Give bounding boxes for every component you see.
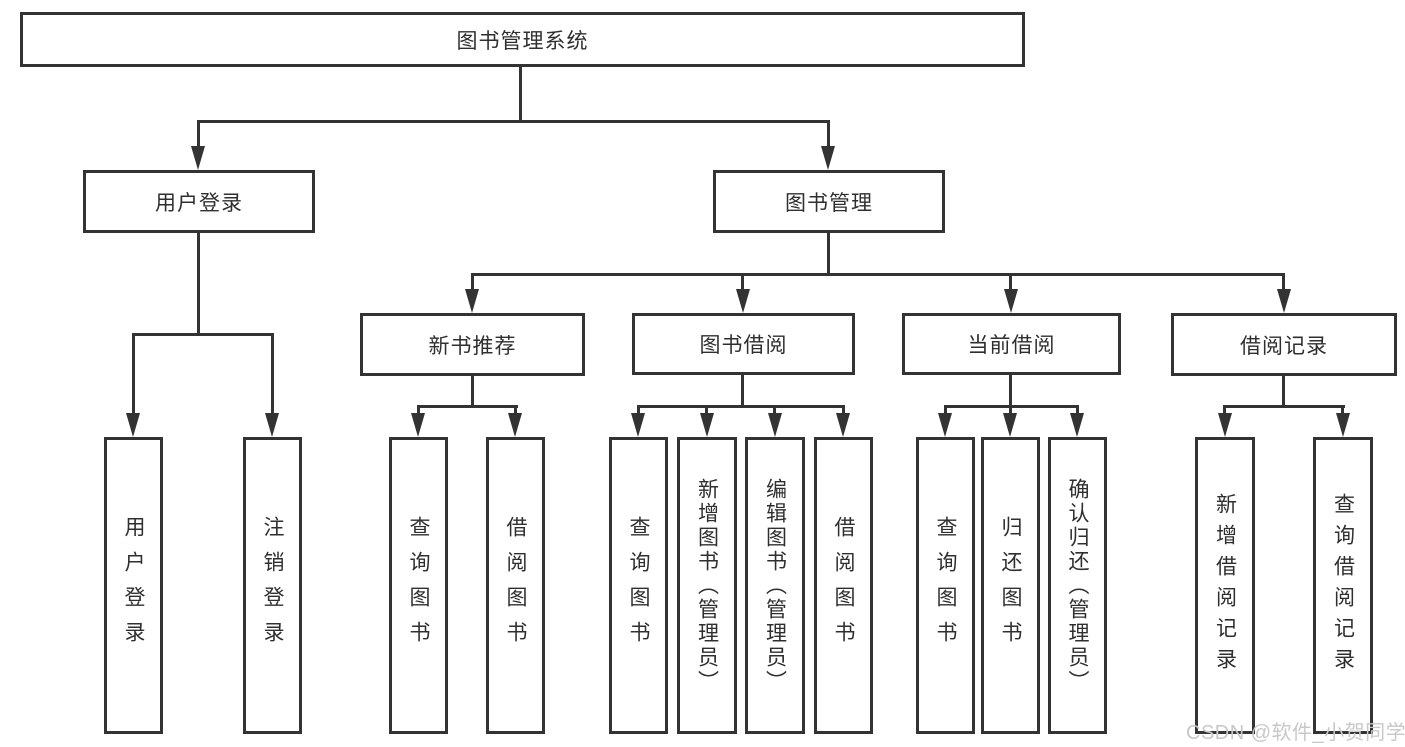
- node-borrow-records: 借阅记录: [1171, 313, 1397, 376]
- node-br-query-record: 查询借阅记录: [1313, 437, 1373, 734]
- node-bb-add-book-label: 新增图书（管理员）: [695, 477, 719, 694]
- connector-drop-current-borrow: [1009, 273, 1012, 291]
- node-nb-query-book: 查询图书: [389, 437, 448, 734]
- connector-user-login-stub: [197, 233, 200, 333]
- connector-drop-br-add: [1223, 405, 1226, 415]
- connector-book-mgmt-stub: [827, 233, 830, 273]
- node-current-borrow: 当前借阅: [902, 313, 1121, 375]
- connector-drop-book-mgmt: [827, 120, 830, 147]
- node-bb-add-book: 新增图书（管理员）: [677, 437, 737, 734]
- connector-drop-bb-add: [705, 405, 708, 415]
- connector-drop-cb-return: [1009, 405, 1012, 415]
- node-nb-borrow-book: 借阅图书: [486, 437, 545, 734]
- connector-new-book-rec-branch: [417, 405, 518, 408]
- arrow-down-icon: [821, 146, 835, 170]
- connector-drop-ul-logout: [271, 333, 274, 415]
- node-new-book-rec: 新书推荐: [360, 313, 585, 376]
- node-ul-user-login-label: 用户登录: [122, 515, 145, 656]
- connector-drop-bb-borrow: [842, 405, 845, 415]
- arrow-down-icon: [768, 413, 782, 437]
- node-bb-query-book-label: 查询图书: [627, 515, 650, 656]
- arrow-down-icon: [631, 413, 645, 437]
- node-cb-confirm-return-label: 确认归还（管理员）: [1066, 477, 1089, 694]
- arrow-down-icon: [1336, 413, 1350, 437]
- arrow-down-icon: [1218, 413, 1232, 437]
- node-ul-logout: 注销登录: [243, 437, 302, 734]
- connector-root-branch: [197, 120, 830, 123]
- arrow-down-icon: [938, 413, 952, 437]
- connector-borrow-records-branch: [1223, 405, 1345, 408]
- arrow-down-icon: [1004, 289, 1018, 313]
- node-ul-logout-label: 注销登录: [261, 515, 284, 656]
- connector-drop-bb-query: [637, 405, 640, 415]
- connector-drop-nb-query: [417, 405, 420, 415]
- arrow-down-icon: [126, 413, 140, 437]
- arrow-down-icon: [1277, 289, 1291, 313]
- node-bb-borrow-book: 借阅图书: [814, 437, 873, 734]
- node-ul-user-login: 用户登录: [104, 437, 163, 734]
- node-br-add-record-label: 新增借阅记录: [1213, 492, 1237, 679]
- connector-drop-user-login: [197, 120, 200, 147]
- arrow-down-icon: [508, 413, 522, 437]
- node-cb-query-book-label: 查询图书: [934, 515, 957, 656]
- connector-new-book-rec-stub: [471, 375, 474, 405]
- arrow-down-icon: [736, 289, 750, 313]
- node-book-borrow: 图书借阅: [632, 313, 855, 375]
- arrow-down-icon: [1003, 413, 1017, 437]
- arrow-down-icon: [1070, 413, 1084, 437]
- node-cb-return-book: 归还图书: [981, 437, 1040, 734]
- node-user-login: 用户登录: [83, 170, 315, 233]
- node-br-query-record-label: 查询借阅记录: [1331, 492, 1355, 679]
- connector-drop-ul-user-login: [132, 333, 135, 415]
- node-cb-confirm-return: 确认归还（管理员）: [1048, 437, 1107, 734]
- node-root: 图书管理系统: [20, 12, 1025, 67]
- node-current-borrow-label: 当前借阅: [967, 334, 1056, 357]
- node-root-label: 图书管理系统: [456, 29, 589, 53]
- connector-drop-book-borrow: [741, 273, 744, 291]
- node-nb-borrow-book-label: 借阅图书: [504, 515, 527, 656]
- arrow-down-icon: [411, 413, 425, 437]
- node-book-mgmt-label: 图书管理: [785, 191, 873, 215]
- connector-book-mgmt-branch: [471, 273, 1285, 276]
- arrow-down-icon: [465, 289, 479, 313]
- csdn-watermark: CSDN @软件_小贺同学: [1186, 722, 1405, 744]
- arrow-down-icon: [700, 413, 714, 437]
- connector-drop-borrow-records: [1282, 273, 1285, 291]
- connector-root-stub: [519, 67, 522, 120]
- connector-user-login-branch: [132, 333, 274, 336]
- node-bb-edit-book: 编辑图书（管理员）: [745, 437, 805, 734]
- connector-drop-cb-query: [944, 405, 947, 415]
- node-br-add-record: 新增借阅记录: [1195, 437, 1255, 734]
- node-cb-query-book: 查询图书: [916, 437, 975, 734]
- node-new-book-rec-label: 新书推荐: [428, 334, 517, 358]
- connector-book-borrow-branch: [637, 405, 845, 408]
- connector-drop-cb-confirm: [1076, 405, 1079, 415]
- arrow-down-icon: [191, 146, 205, 170]
- node-cb-return-book-label: 归还图书: [999, 515, 1022, 656]
- connector-drop-new-book-rec: [471, 273, 474, 291]
- node-nb-query-book-label: 查询图书: [407, 515, 430, 656]
- connector-drop-bb-edit: [773, 405, 776, 415]
- node-book-borrow-label: 图书借阅: [699, 334, 788, 357]
- node-bb-edit-book-label: 编辑图书（管理员）: [763, 477, 787, 694]
- node-user-login-label: 用户登录: [155, 191, 243, 215]
- node-bb-borrow-book-label: 借阅图书: [832, 515, 855, 656]
- node-bb-query-book: 查询图书: [609, 437, 668, 734]
- connector-current-borrow-stub: [1009, 375, 1012, 405]
- connector-borrow-records-stub: [1282, 375, 1285, 405]
- node-borrow-records-label: 借阅记录: [1240, 334, 1328, 358]
- node-book-mgmt: 图书管理: [713, 170, 945, 233]
- connector-drop-nb-borrow: [514, 405, 517, 415]
- arrow-down-icon: [265, 413, 279, 437]
- connector-book-borrow-stub: [741, 375, 744, 405]
- arrow-down-icon: [836, 413, 850, 437]
- connector-drop-br-query: [1341, 405, 1344, 415]
